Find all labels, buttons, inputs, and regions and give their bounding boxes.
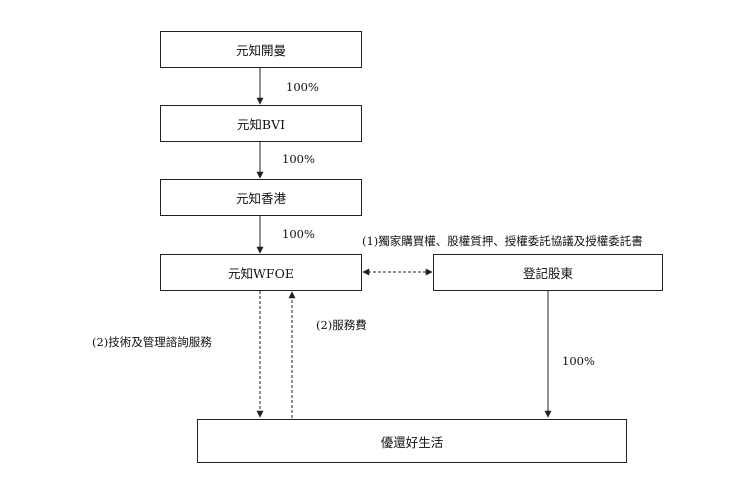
node-yuanzhi-bvi: 元知BVI xyxy=(160,105,362,142)
node-yuanzhi-hk: 元知香港 xyxy=(160,179,362,216)
edge-label-hk-wfoe: 100% xyxy=(282,227,315,241)
edge-label-shareholders-youhuan: 100% xyxy=(562,354,595,368)
edge-label-bvi-hk: 100% xyxy=(282,152,315,166)
node-youhuan-life: 優還好生活 xyxy=(197,419,627,463)
node-registered-shareholders: 登記股東 xyxy=(433,254,663,291)
edge-label-kaiman-bvi: 100% xyxy=(286,80,319,94)
node-yuanzhi-wfoe: 元知WFOE xyxy=(160,254,362,291)
edge-label-agreements: (1)獨家購買權、股權質押、授權委託協議及授權委託書 xyxy=(362,234,643,248)
edge-label-fees: (2)服務費 xyxy=(316,318,367,332)
node-yuanzhi-kaiman: 元知開曼 xyxy=(160,31,362,68)
edge-label-services: (2)技術及管理諮詢服務 xyxy=(92,335,212,349)
